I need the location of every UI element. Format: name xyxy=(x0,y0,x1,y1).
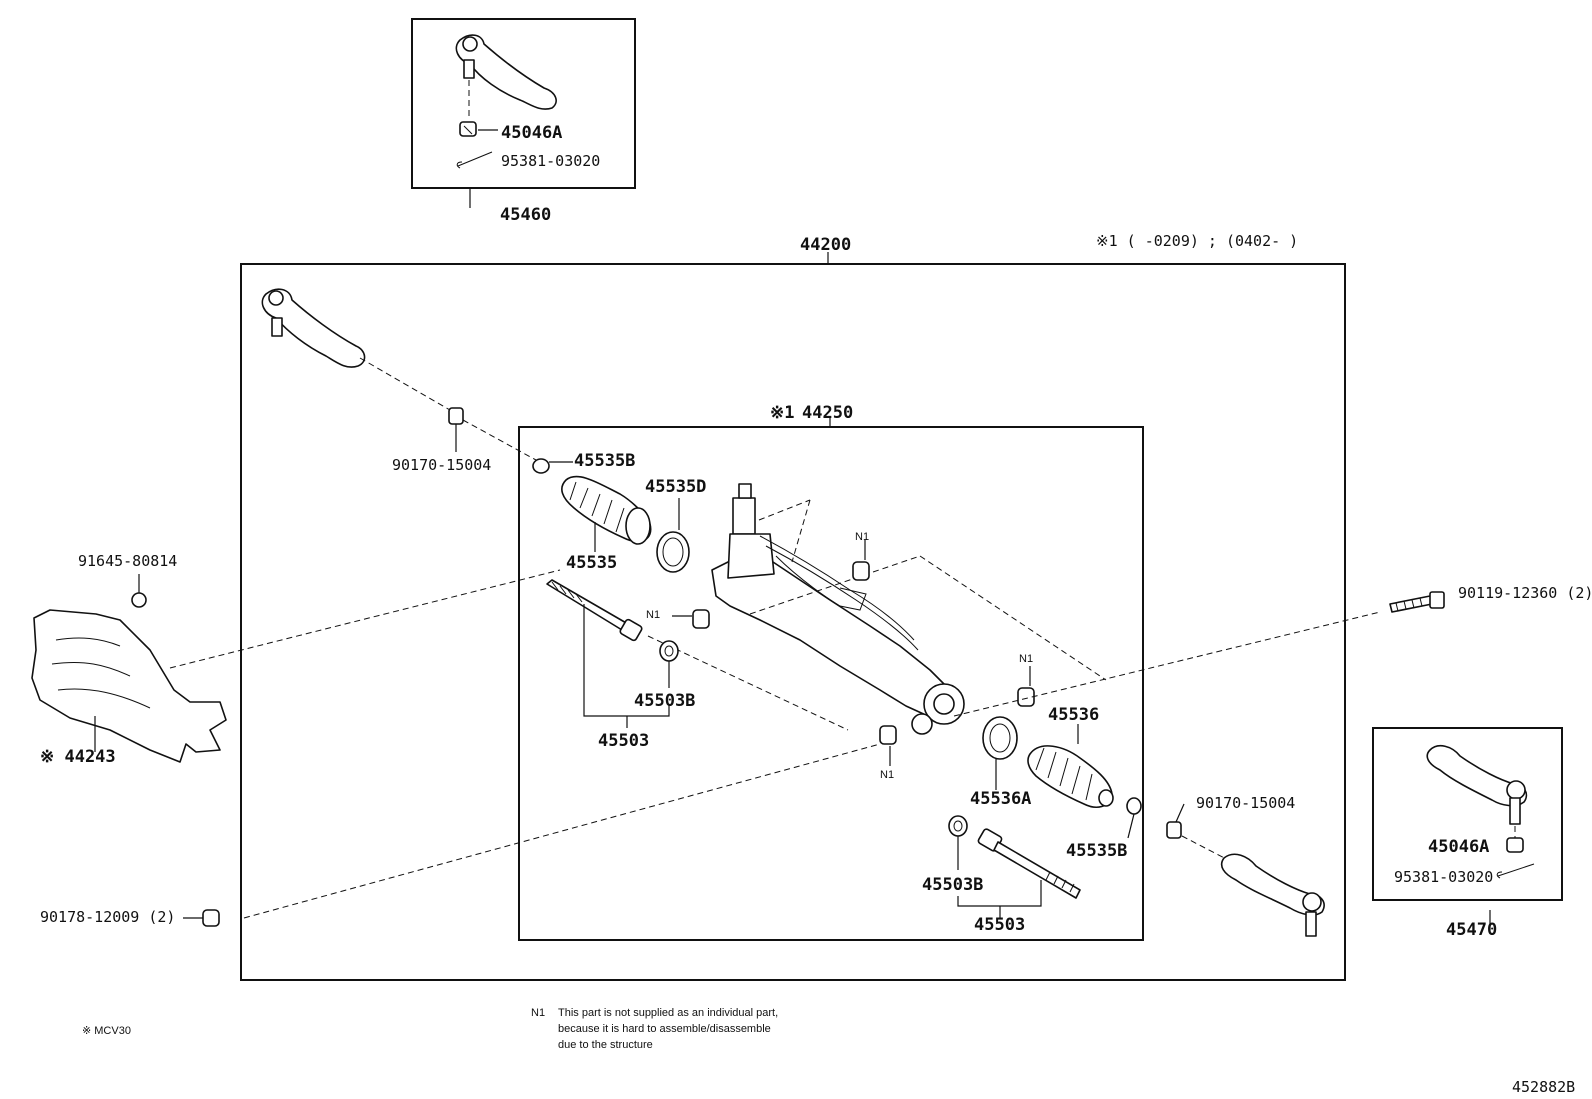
clip-icon-91645[interactable] xyxy=(131,592,147,608)
bushing-n1-right[interactable] xyxy=(1017,687,1035,707)
n1-tag-right: N1 xyxy=(1019,653,1033,665)
cotter-pin-icon-top[interactable] xyxy=(456,151,493,169)
label-45503-right[interactable]: 45503 xyxy=(974,915,1025,935)
label-45535b-upper[interactable]: 45535B xyxy=(574,451,635,471)
nut-icon-90178[interactable] xyxy=(202,909,220,927)
tie-rod-right[interactable] xyxy=(977,828,1081,899)
label-90170-right[interactable]: 90170-15004 xyxy=(1196,794,1295,812)
hex-nut-icon-left[interactable] xyxy=(448,407,464,425)
label-44250[interactable]: 44250 xyxy=(802,403,853,423)
label-45503-left[interactable]: 45503 xyxy=(598,731,649,751)
n1-tag-left: N1 xyxy=(646,609,660,621)
tie-rod-end-assy-box-top xyxy=(411,18,636,189)
steering-gear-dust-cover[interactable] xyxy=(31,609,227,763)
boot-clip-icon-lower[interactable] xyxy=(1126,797,1142,815)
hydraulic-lines[interactable] xyxy=(759,535,919,651)
tie-rod-end-left[interactable] xyxy=(261,288,366,368)
label-90170-left[interactable]: 90170-15004 xyxy=(392,456,491,474)
steering-rack-housing[interactable] xyxy=(711,483,965,735)
boot-clamp-45536a[interactable] xyxy=(982,716,1018,760)
bushing-n1-bottom[interactable] xyxy=(879,725,897,745)
boot-clamp-45535d[interactable] xyxy=(656,531,690,573)
label-91645[interactable]: 91645-80814 xyxy=(78,552,177,570)
tie-rod-end-assy-box-right xyxy=(1372,727,1563,901)
steering-rack-boot-upper[interactable] xyxy=(561,475,652,545)
label-90119[interactable]: 90119-12360 (2) xyxy=(1458,584,1592,602)
label-45535b-lower[interactable]: 45535B xyxy=(1066,841,1127,861)
castle-nut-icon-top[interactable] xyxy=(459,121,477,137)
tie-rod-left[interactable] xyxy=(546,579,643,642)
tie-rod-end-right-box[interactable] xyxy=(1426,744,1528,825)
label-95381-top[interactable]: 95381-03020 xyxy=(501,152,600,170)
claw-washer-icon-right[interactable] xyxy=(948,815,968,837)
label-45535[interactable]: 45535 xyxy=(566,553,617,573)
label-44243[interactable]: ※ 44243 xyxy=(40,747,116,767)
label-45470[interactable]: 45470 xyxy=(1446,920,1497,940)
n1-tag-top: N1 xyxy=(855,531,869,543)
label-45536a[interactable]: 45536A xyxy=(970,789,1031,809)
n1-note-line3: due to the structure xyxy=(558,1039,653,1051)
rack-and-pinion-box xyxy=(518,426,1144,941)
date-note: ※1 ( -0209) ; (0402- ) xyxy=(1096,232,1298,250)
n1-tag-bottom: N1 xyxy=(880,769,894,781)
claw-washer-icon-left[interactable] xyxy=(659,640,679,662)
castle-nut-icon-right[interactable] xyxy=(1506,837,1524,853)
footnote-mcv30: ※ MCV30 xyxy=(82,1025,131,1037)
label-44250-mark: ※1 xyxy=(770,403,794,423)
boot-clip-icon-upper[interactable] xyxy=(532,458,550,474)
label-45503b-left[interactable]: 45503B xyxy=(634,691,695,711)
bolt-90119[interactable] xyxy=(1389,591,1445,613)
label-95381-right[interactable]: 95381-03020 xyxy=(1394,868,1493,886)
label-44200[interactable]: 44200 xyxy=(800,235,851,255)
steering-gear-assy-box xyxy=(240,263,1346,981)
label-45503b-right[interactable]: 45503B xyxy=(922,875,983,895)
tie-rod-end-top[interactable] xyxy=(455,34,557,110)
n1-note-line2: because it is hard to assemble/disassemb… xyxy=(558,1023,771,1035)
tie-rod-end-right[interactable] xyxy=(1220,853,1325,937)
label-45046a-top[interactable]: 45046A xyxy=(501,123,562,143)
label-90178[interactable]: 90178-12009 (2) xyxy=(40,908,175,926)
figure-id: 452882B xyxy=(1512,1078,1575,1096)
steering-rack-boot-lower[interactable] xyxy=(1027,745,1114,808)
bushing-n1-top[interactable] xyxy=(852,561,870,581)
label-45536[interactable]: 45536 xyxy=(1048,705,1099,725)
hex-nut-icon-right[interactable] xyxy=(1166,821,1182,839)
label-45460[interactable]: 45460 xyxy=(500,205,551,225)
cotter-pin-icon-right[interactable] xyxy=(1496,863,1535,879)
bushing-n1-left[interactable] xyxy=(692,609,710,629)
n1-note-line1: This part is not supplied as an individu… xyxy=(558,1007,778,1019)
n1-note-tag: N1 xyxy=(531,1007,545,1019)
label-45535d[interactable]: 45535D xyxy=(645,477,706,497)
label-45046a-right[interactable]: 45046A xyxy=(1428,837,1489,857)
